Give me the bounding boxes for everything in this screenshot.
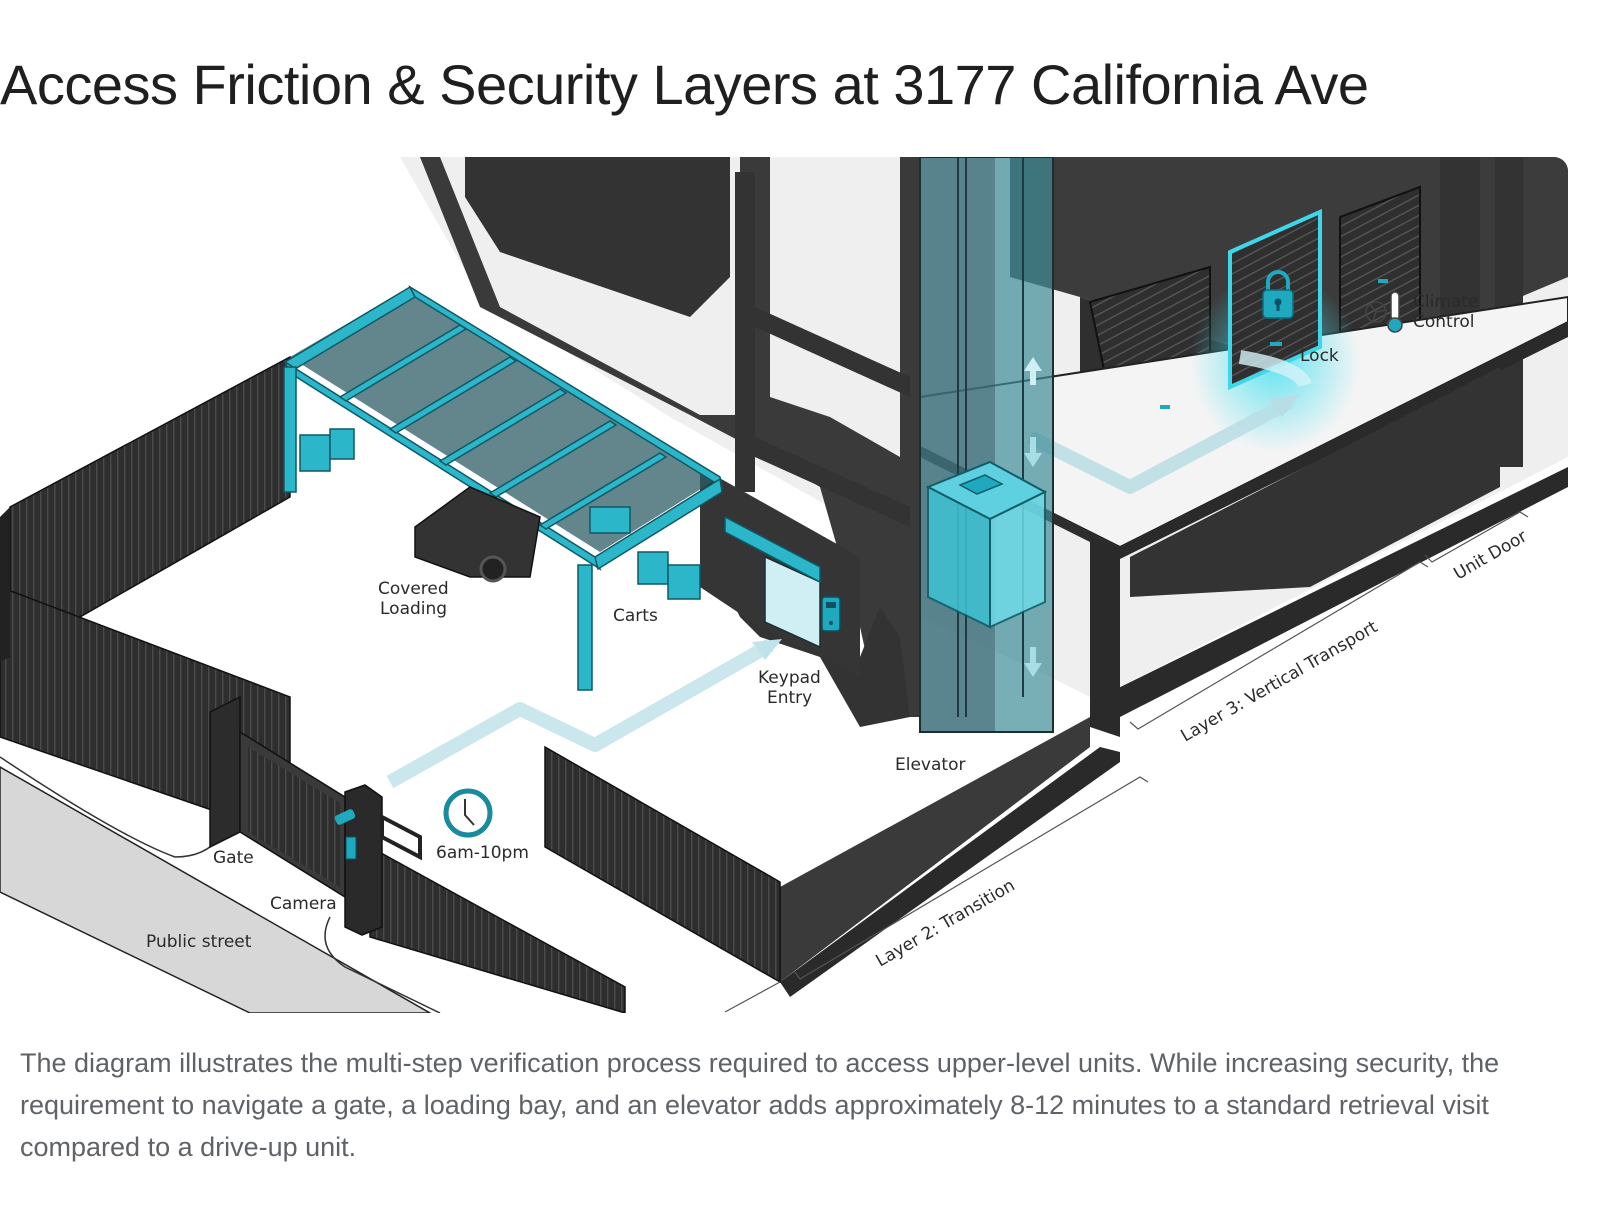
label-covered-loading-line2: Loading	[380, 599, 447, 619]
padlock-icon	[1262, 270, 1294, 319]
label-lock: Lock	[1300, 346, 1339, 366]
label-climate-line1: Climate	[1413, 292, 1478, 312]
label-keypad-entry-line2: Entry	[767, 688, 812, 708]
label-public-street: Public street	[146, 932, 252, 952]
camera-icon	[334, 809, 356, 825]
label-gate: Gate	[213, 848, 254, 868]
route-arrow-ground	[386, 638, 782, 789]
arrow-down-icon	[1024, 437, 1042, 677]
arrow-up-icon	[1024, 357, 1042, 385]
covered-loading-canopy	[283, 284, 724, 691]
label-carts: Carts	[613, 606, 658, 626]
elevator-shaft	[919, 157, 1054, 733]
page-title: Access Friction & Security Layers at 317…	[0, 53, 1369, 116]
public-street	[0, 756, 441, 1013]
label-hours: 6am-10pm	[436, 843, 529, 863]
label-elevator: Elevator	[895, 755, 965, 775]
diagram-caption: The diagram illustrates the multi-step v…	[20, 1048, 1500, 1162]
layer-brackets	[724, 511, 1529, 1013]
loading-building	[700, 467, 1120, 997]
clock-icon	[443, 788, 493, 838]
fan-icon	[1365, 301, 1387, 323]
label-covered-loading-line1: Covered	[378, 579, 449, 599]
delivery-van	[414, 486, 541, 583]
label-keypad-entry-line1: Keypad	[758, 668, 821, 688]
security-layers-diagram: Public street Gate Camera 6am-10pm Cover…	[0, 157, 1568, 1013]
keypad-icon	[821, 596, 841, 632]
carts	[299, 428, 701, 600]
thermometer-icon	[1387, 291, 1403, 333]
label-climate-line2: Control	[1413, 312, 1474, 332]
label-camera: Camera	[270, 894, 337, 914]
route-arrow-upper	[1026, 350, 1312, 494]
entry-gate	[209, 695, 422, 936]
